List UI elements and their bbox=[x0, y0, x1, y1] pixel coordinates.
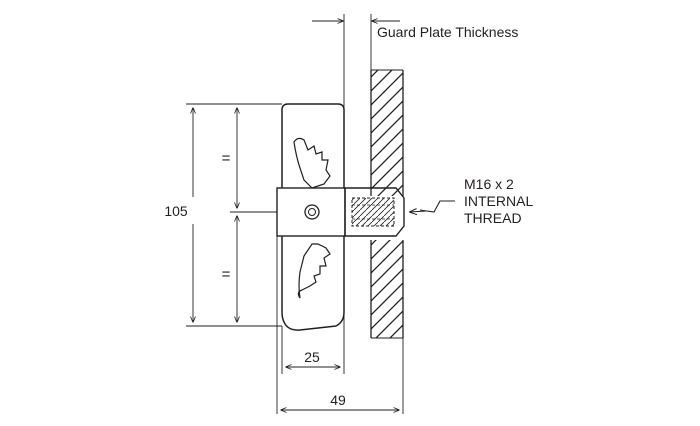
height-dimension-label: 105 bbox=[164, 203, 188, 219]
overall-width-dimension: 49 bbox=[276, 236, 404, 414]
equal-upper-label: = bbox=[222, 150, 231, 167]
inner-width-label: 25 bbox=[304, 349, 320, 365]
thread-label-line2: INTERNAL bbox=[464, 193, 533, 209]
equal-lower-label: = bbox=[222, 266, 231, 283]
guard-plate-thickness-dimension: Guard Plate Thickness bbox=[312, 14, 518, 120]
equal-split-dimension: = = bbox=[222, 108, 277, 322]
guard-plate-section bbox=[370, 69, 404, 339]
guard-plate-thickness-label: Guard Plate Thickness bbox=[377, 24, 518, 40]
overall-width-label: 49 bbox=[330, 392, 346, 408]
internal-thread bbox=[351, 197, 395, 227]
inner-width-dimension: 25 bbox=[281, 236, 345, 374]
thread-callout: M16 x 2 INTERNAL THREAD bbox=[410, 176, 533, 226]
guard-plate-lower bbox=[371, 240, 403, 338]
thread-label-line3: THREAD bbox=[464, 210, 522, 226]
guard-plate-upper bbox=[371, 70, 403, 196]
bolt-hole-inner bbox=[308, 208, 316, 216]
grip-slot-lower bbox=[297, 243, 331, 299]
grip-slot-upper bbox=[293, 137, 331, 189]
thread-label-line1: M16 x 2 bbox=[464, 176, 514, 192]
bolt-spindle bbox=[276, 187, 405, 237]
threaded-boss bbox=[344, 187, 405, 237]
height-dimension: 105 bbox=[164, 103, 282, 327]
handle-body bbox=[281, 103, 345, 331]
